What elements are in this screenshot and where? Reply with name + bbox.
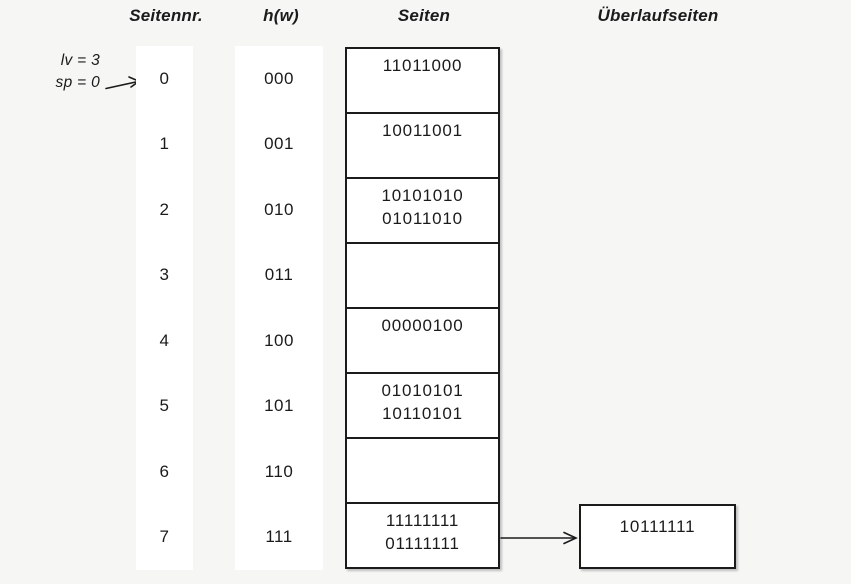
annotation-lv-label: lv = 3 [60, 52, 100, 69]
page-entry: 01111111 [385, 534, 460, 553]
hash-value-1: 001 [264, 134, 294, 154]
page-entry: 10110101 [382, 404, 463, 423]
page-cell-6 [347, 439, 498, 504]
page-number-4: 4 [159, 330, 170, 350]
page-cell-0: 11011000 [347, 49, 498, 114]
overflow-link-arrow [500, 531, 578, 545]
page-number-2: 2 [159, 199, 170, 219]
column-header-hw: h(w) [263, 6, 299, 25]
page-entry: 11011000 [382, 56, 463, 75]
page-cell-3 [347, 244, 498, 309]
column-header-ueberlaufseiten: Überlaufseiten [597, 6, 719, 25]
page-number-3: 3 [159, 265, 170, 285]
overflow-page-entry: 10111111 [619, 517, 696, 536]
hash-value-column: 000 001 010 011 100 101 110 111 [235, 46, 323, 570]
state-annotation: lv = 3 sp = 0 [28, 50, 100, 94]
overflow-page-box: 10111111 [579, 504, 736, 569]
page-cell-7: 11111111 01111111 [347, 504, 498, 567]
page-number-1: 1 [159, 134, 170, 154]
page-entry: 00000100 [381, 316, 464, 335]
page-number-0: 0 [159, 68, 170, 88]
page-cell-4: 00000100 [347, 309, 498, 374]
page-cell-2: 10101010 01011010 [347, 179, 498, 244]
hash-value-7: 111 [265, 527, 293, 547]
page-number-7: 7 [159, 527, 170, 547]
column-header-seitennr: Seitennr. [129, 6, 203, 25]
page-number-5: 5 [159, 396, 170, 416]
pages-column: 11011000 10011001 10101010 01011010 00000100… [345, 47, 500, 569]
page-entry: 11111111 [385, 511, 460, 530]
hash-value-0: 000 [264, 68, 294, 88]
page-entry: 01011010 [382, 209, 463, 228]
page-number-6: 6 [159, 461, 170, 481]
hash-value-4: 100 [264, 330, 294, 350]
hash-value-2: 010 [264, 199, 294, 219]
page-entry: 10101010 [381, 186, 464, 205]
annotation-sp-label: sp = 0 [55, 74, 100, 91]
page-cell-1: 10011001 [347, 114, 498, 179]
page-cell-5: 01010101 10110101 [347, 374, 498, 439]
hash-value-3: 011 [264, 265, 294, 285]
page-entry: 10011001 [382, 121, 463, 140]
hash-value-6: 110 [264, 461, 294, 481]
page-entry: 01010101 [381, 381, 464, 400]
page-number-column: 0 1 2 3 4 5 6 7 [136, 46, 193, 570]
column-header-seiten: Seiten [397, 6, 451, 25]
hash-value-5: 101 [264, 396, 294, 416]
